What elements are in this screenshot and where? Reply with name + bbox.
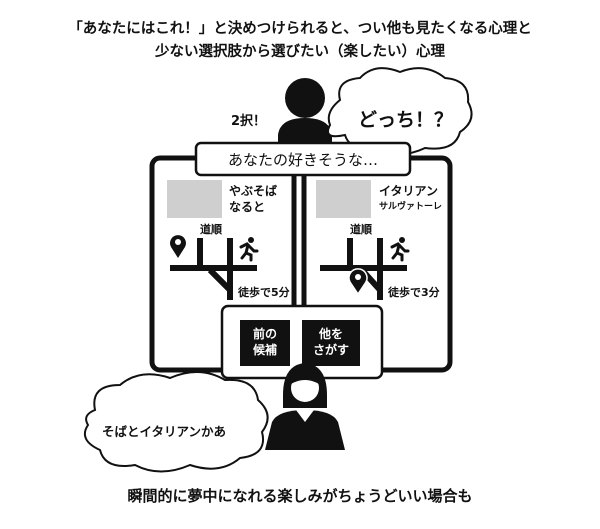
two-choices-label: 2択！ — [231, 114, 267, 129]
app-header-box — [194, 141, 412, 177]
map-left — [170, 238, 257, 300]
title-line-1: 「あなたにはこれ！」と決めつけられると、つい他も見たくなる心理と — [68, 21, 532, 37]
restaurant-name: なると — [229, 200, 266, 214]
walking-person-icon — [239, 237, 259, 262]
previous-candidate-button[interactable]: 前の 候補 — [240, 320, 290, 366]
top-person-icon — [278, 78, 332, 150]
speech-text: どっち！？ — [358, 109, 454, 131]
walk-time: 徒歩で5分 — [238, 286, 290, 299]
speech-cloud-icon — [326, 67, 473, 155]
app-header-title: あなたの好きそうな… — [227, 151, 378, 169]
directions-label: 道順 — [350, 223, 372, 236]
walking-person-icon — [390, 237, 410, 262]
restaurant-name: やぶそば — [229, 184, 278, 198]
button-label: 候補 — [252, 343, 277, 357]
button-label: さがす — [312, 343, 349, 357]
directions-label: 道順 — [200, 223, 222, 236]
thought-cloud-icon — [84, 371, 269, 473]
walk-time: 徒歩で3分 — [388, 286, 440, 299]
map-pin-icon — [170, 235, 186, 258]
map-pin-icon — [348, 268, 368, 296]
bottom-person-icon — [265, 363, 345, 450]
search-other-button[interactable]: 他を さがす — [302, 320, 360, 366]
restaurant-name: イタリアン — [379, 184, 439, 198]
thought-text: そばとイタリアンかあ — [102, 424, 227, 439]
title-line-2: 少ない選択肢から選びたい（楽したい）心理 — [155, 44, 445, 60]
button-label: 前の — [252, 327, 277, 341]
restaurant-name: サルヴァトーレ — [379, 202, 443, 212]
caption: 瞬間的に夢中になれる楽しみがちょうどいい場合も — [127, 487, 473, 505]
button-label: 他を — [318, 327, 343, 341]
image-placeholder-left — [167, 180, 222, 218]
image-placeholder-right — [316, 180, 371, 218]
